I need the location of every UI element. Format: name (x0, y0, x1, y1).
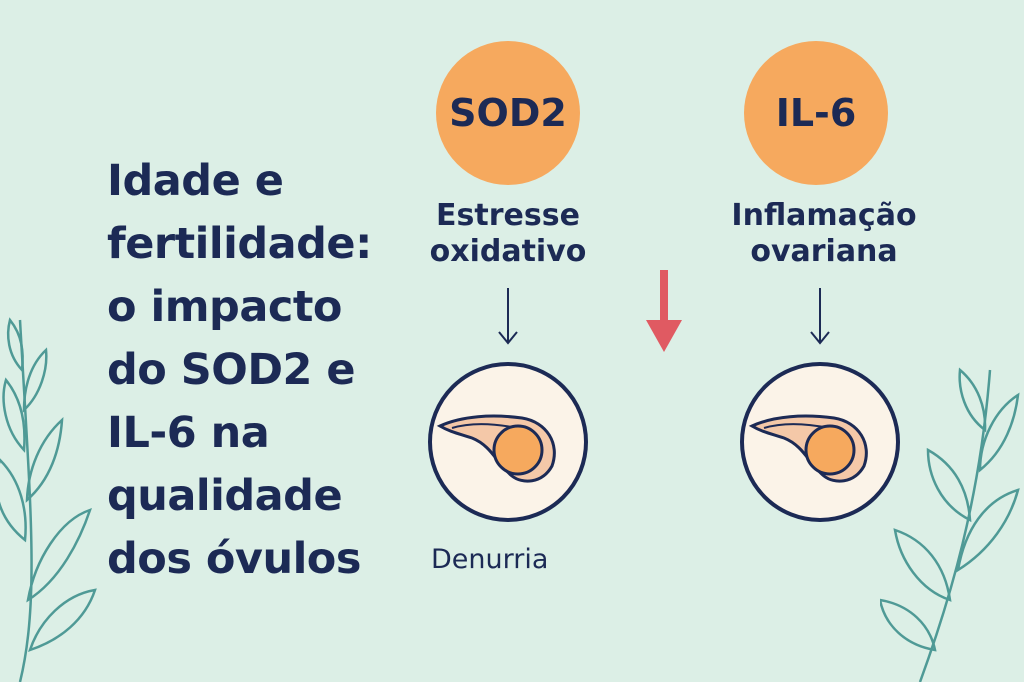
il6-caption-line: ovariana (750, 234, 898, 269)
leaf-branch-right-icon (880, 367, 1020, 682)
title-line: o impacto (107, 282, 342, 332)
title-line: qualidade (107, 471, 343, 521)
il6-oocyte-circle (740, 362, 900, 522)
page-title: Idade e fertilidade: o impacto do SOD2 e… (107, 150, 407, 591)
sod2-caption-line: Estresse (436, 198, 580, 233)
leaf-branch-left-icon (0, 317, 97, 682)
sod2-oocyte-circle (428, 362, 588, 522)
title-line: Idade e (107, 156, 284, 206)
il6-caption-line: Inflamação (731, 198, 917, 233)
sod2-caption-line: oxidativo (429, 234, 587, 269)
il6-caption: Inflamação ovariana (704, 198, 944, 270)
oocyte-icon (436, 414, 556, 483)
title-line: dos óvulos (107, 534, 361, 584)
title-line: IL-6 na (107, 408, 270, 458)
sod2-badge: SOD2 (436, 41, 580, 185)
arrow-down-icon (498, 288, 518, 345)
arrow-down-icon (810, 288, 830, 345)
oocyte-icon (748, 414, 868, 483)
il6-badge: IL-6 (744, 41, 888, 185)
red-arrow-down-icon (646, 270, 682, 352)
title-line: do SOD2 e (107, 345, 356, 395)
title-line: fertilidade: (107, 219, 372, 269)
sod2-result-label: Denurria (431, 544, 549, 575)
sod2-caption: Estresse oxidativo (388, 198, 628, 270)
